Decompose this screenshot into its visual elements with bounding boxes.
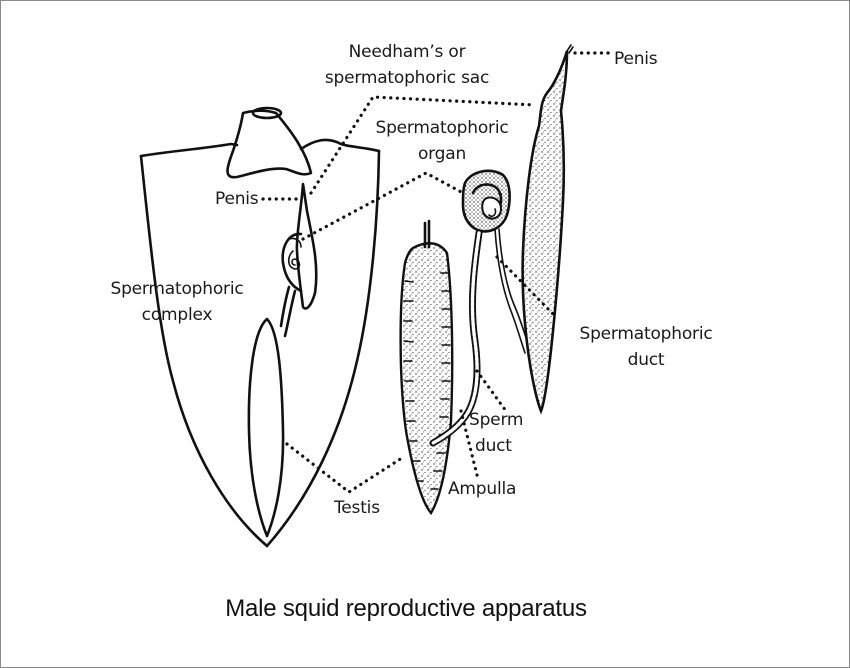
head-cap	[226, 106, 313, 179]
label-spermatophoric-complex: Spermatophoric complex	[95, 276, 259, 328]
label-penis-right: Penis	[614, 49, 658, 69]
figure-caption: Male squid reproductive apparatus	[225, 595, 587, 622]
testis-small	[247, 317, 285, 538]
label-spermatophoric-organ-line2: organ	[417, 144, 467, 164]
label-spermatophoric-organ-line1: Spermatophoric	[375, 118, 509, 138]
label-needhams-sac-line1: Needham’s or	[348, 42, 466, 62]
label-sperm-duct-line1: Sperm	[469, 410, 524, 430]
label-spermatophoric-complex-line1: Spermatophoric	[110, 279, 244, 299]
label-spermatophoric-duct-line2: duct	[627, 350, 665, 370]
spermatophoric-organ-coil	[461, 169, 511, 233]
label-spermatophoric-duct-line1: Spermatophoric	[579, 324, 713, 344]
leader-lines	[261, 51, 613, 494]
label-ampulla: Ampulla	[448, 479, 517, 499]
sperm-duct-tube	[429, 229, 483, 447]
testis-large	[399, 219, 454, 516]
mantle-body-outline	[139, 138, 381, 548]
label-spermatophoric-duct: Spermatophoric duct	[566, 321, 726, 373]
label-sperm-duct-line2: duct	[475, 436, 512, 456]
label-needhams-sac: Needham’s or spermatophoric sac	[307, 39, 507, 91]
needhams-sac-elongated	[521, 44, 574, 415]
label-spermatophoric-complex-line2: complex	[141, 305, 213, 325]
label-testis: Testis	[334, 498, 380, 518]
label-spermatophoric-organ: Spermatophoric organ	[367, 115, 517, 167]
label-penis-left: Penis	[215, 189, 259, 209]
label-sperm-duct: Sperm duct	[469, 407, 523, 459]
spermatophoric-complex-small	[279, 232, 303, 338]
label-needhams-sac-line2: spermatophoric sac	[324, 68, 490, 88]
